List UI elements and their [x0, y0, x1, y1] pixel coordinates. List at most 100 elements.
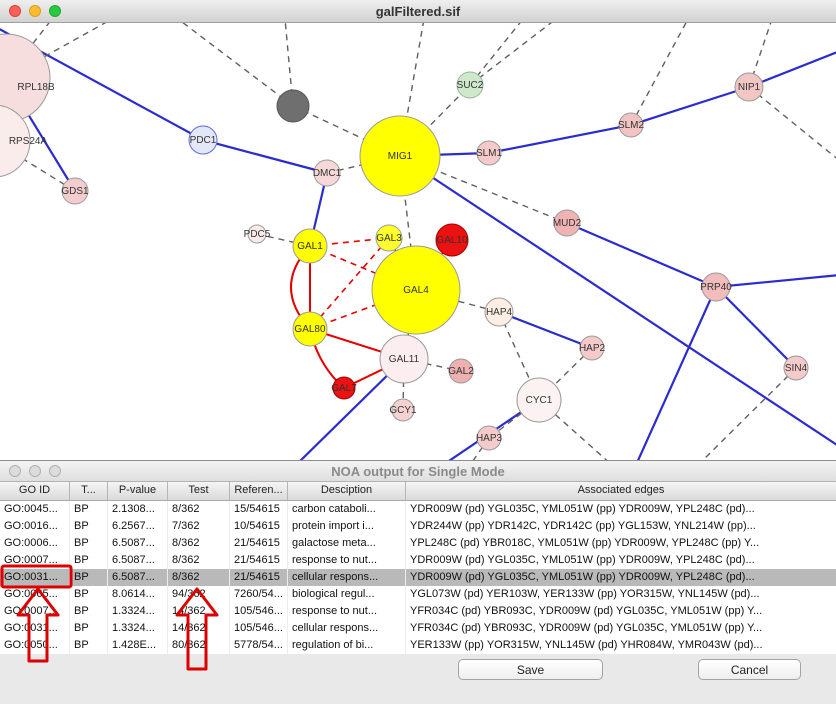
table-cell: BP [70, 603, 108, 620]
traffic-lights [9, 5, 61, 17]
column-header-test[interactable]: Test [168, 482, 230, 500]
graph-edge [748, 51, 836, 89]
graph-node-GAL1[interactable]: GAL1 [292, 228, 328, 264]
minimize-button[interactable] [29, 5, 41, 17]
table-cell: protein import i... [288, 518, 406, 535]
graph-edge [498, 310, 593, 350]
column-header-associatededges[interactable]: Associated edges [577, 484, 665, 496]
cancel-button[interactable]: Cancel [698, 659, 801, 680]
table-cell: YDR009W (pd) YGL035C, YML051W (pp) YDR00… [410, 571, 755, 583]
table-cell: cellular respons... [288, 620, 406, 637]
graph-node-GAL3[interactable]: GAL3 [375, 224, 403, 252]
close-button[interactable] [9, 5, 21, 17]
window-title: NOA output for Single Mode [331, 463, 505, 479]
graph-edge [630, 18, 689, 126]
traffic-lights-inactive [9, 465, 61, 477]
graph-node-GAL11[interactable]: GAL11 [379, 334, 429, 384]
table-cell: galactose meta... [288, 535, 406, 552]
column-header-referen[interactable]: Referen... [230, 482, 288, 500]
graph-edge [488, 123, 632, 155]
graph-node-NIP1[interactable]: NIP1 [734, 72, 764, 102]
graph-node-label: GAL4 [403, 285, 429, 296]
graph-edge [630, 85, 750, 127]
table-cell: GO:0007... [0, 603, 70, 620]
table-cell: BP [70, 586, 108, 603]
graph-node-label: MIG1 [388, 151, 413, 162]
table-cell: GO:0006... [0, 535, 70, 552]
table-cell: BP [70, 518, 108, 535]
graph-node-SLM2[interactable]: SLM2 [618, 112, 645, 138]
table-cell: 21/54615 [230, 552, 288, 569]
graph-node-GAL10[interactable]: GAL10 [435, 223, 469, 257]
table-cell: YGL073W (pd) YER103W, YER133W (pp) YOR31… [410, 588, 760, 600]
table-cell: 6.5087... [108, 552, 168, 569]
minimize-button[interactable] [29, 465, 41, 477]
column-header-desciption[interactable]: Desciption [288, 482, 406, 500]
table-cell: 7260/54... [230, 586, 288, 603]
graph-node-PDC1[interactable]: PDC1 [188, 125, 218, 155]
graph-node-MIG1[interactable]: MIG1 [359, 115, 441, 197]
graph-node-PRP40[interactable]: PRP40 [700, 272, 732, 302]
graph-edge [566, 221, 717, 289]
graph-node-GAL4[interactable]: GAL4 [371, 245, 461, 335]
column-header-t[interactable]: T... [70, 482, 108, 500]
graph-node-GDS1[interactable]: GDS1 [61, 177, 89, 205]
graph-edge [5, 18, 113, 79]
graph-node-label: SLM1 [476, 148, 503, 159]
graph-edge [295, 358, 405, 466]
graph-node-label: GCY1 [389, 405, 417, 416]
table-cell: 1.428E... [108, 637, 168, 654]
table-cell: 21/54615 [230, 535, 288, 552]
graph-node-label: GAL7 [331, 383, 357, 394]
graph-node-label: GAL3 [376, 233, 402, 244]
graph-node-label: SLM2 [618, 120, 645, 131]
graph-node-RPS24A[interactable]: RPS24A [0, 105, 48, 177]
graph-node-node-gray[interactable] [276, 89, 310, 123]
graph-node-HAP4[interactable]: HAP4 [484, 297, 514, 327]
zoom-button[interactable] [49, 5, 61, 17]
column-header-pvalue[interactable]: P-value [108, 482, 168, 500]
graph-node-GCY1[interactable]: GCY1 [389, 398, 417, 422]
close-button[interactable] [9, 465, 21, 477]
table-cell: GO:0065... [0, 586, 70, 603]
graph-edge [309, 245, 417, 291]
graph-node-HAP2[interactable]: HAP2 [579, 335, 606, 361]
graph-node-label: SUC2 [457, 80, 484, 91]
graph-node-label: GAL1 [297, 241, 323, 252]
table-cell: GO:0050... [0, 637, 70, 654]
graph-edge [202, 138, 328, 175]
graph-node-GAL2[interactable]: GAL2 [448, 358, 474, 384]
graph-node-GAL80[interactable]: GAL80 [292, 311, 328, 347]
graph-node-HAP3[interactable]: HAP3 [476, 425, 503, 451]
table-cell: regulation of bi... [288, 637, 406, 654]
graph-node-SLM1[interactable]: SLM1 [476, 140, 503, 166]
table-cell: 8.0614... [108, 586, 168, 603]
graph-node-label: MUD2 [553, 218, 582, 229]
save-button[interactable]: Save [458, 659, 603, 680]
zoom-button[interactable] [49, 465, 61, 477]
graph-node-PDC5[interactable]: PDC5 [244, 224, 271, 244]
graph-node-label: RPS24A [9, 136, 48, 147]
table-cell: 105/546... [230, 603, 288, 620]
graph-node-SUC2[interactable]: SUC2 [456, 71, 484, 99]
graph-node-label: SIN4 [785, 363, 808, 374]
table-cell: biological regul... [288, 586, 406, 603]
graph-node-GAL7[interactable]: GAL7 [331, 376, 357, 400]
column-header-goid[interactable]: GO ID [0, 482, 70, 500]
graph-node-MUD2[interactable]: MUD2 [553, 209, 582, 237]
graph-node-SIN4[interactable]: SIN4 [783, 355, 809, 381]
graph-node-DMC1[interactable]: DMC1 [313, 159, 342, 187]
graph-node-CYC1[interactable]: CYC1 [516, 377, 562, 423]
